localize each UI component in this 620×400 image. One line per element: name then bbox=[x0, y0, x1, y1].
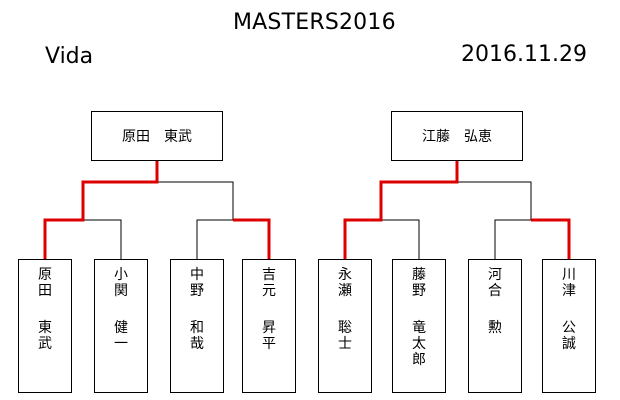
winner-name-left: 原田 東武 bbox=[122, 129, 192, 145]
player-name: 吉元昇平 bbox=[262, 267, 276, 352]
player-name: 藤野竜太郎 bbox=[412, 267, 426, 368]
player-name: 原田東武 bbox=[38, 267, 52, 352]
event-date: 2016.11.29 bbox=[461, 42, 587, 67]
player-box: 原田東武 bbox=[18, 259, 72, 393]
venue-name: Vida bbox=[45, 44, 94, 69]
player-name: 小関健一 bbox=[114, 267, 128, 352]
bracket-line-left-semifinal-loser bbox=[157, 181, 234, 220]
winner-name-right: 江藤 弘恵 bbox=[422, 129, 492, 145]
bracket-line-right-winner bbox=[343, 161, 459, 259]
player-box: 永瀬聡士 bbox=[318, 259, 372, 393]
bracket-line-right-loser-1 bbox=[381, 219, 420, 259]
player-name: 永瀬聡士 bbox=[338, 267, 352, 352]
bracket-line-left-loser-2 bbox=[196, 219, 233, 259]
bracket-line-right-semifinal-loser bbox=[457, 181, 532, 220]
player-box: 中野和哉 bbox=[170, 259, 224, 393]
player-name: 河合勲 bbox=[488, 267, 502, 336]
bracket-line-left-winner bbox=[43, 161, 159, 259]
bracket-line-left-winner-2 bbox=[233, 218, 271, 259]
player-name: 中野和哉 bbox=[190, 267, 204, 352]
bracket-line-right-winner-2 bbox=[531, 218, 571, 259]
player-name: 川津公誠 bbox=[562, 267, 576, 352]
player-box: 河合勲 bbox=[468, 259, 522, 393]
tournament-title: MASTERS2016 bbox=[233, 10, 396, 35]
bracket-line-left-loser-1 bbox=[83, 219, 122, 259]
player-box: 川津公誠 bbox=[542, 259, 596, 393]
winner-box-left: 原田 東武 bbox=[91, 111, 223, 161]
winner-box-right: 江藤 弘恵 bbox=[391, 111, 523, 161]
player-box: 小関健一 bbox=[94, 259, 148, 393]
bracket-line-right-loser-2 bbox=[494, 219, 531, 259]
player-box: 藤野竜太郎 bbox=[392, 259, 446, 393]
player-box: 吉元昇平 bbox=[242, 259, 296, 393]
